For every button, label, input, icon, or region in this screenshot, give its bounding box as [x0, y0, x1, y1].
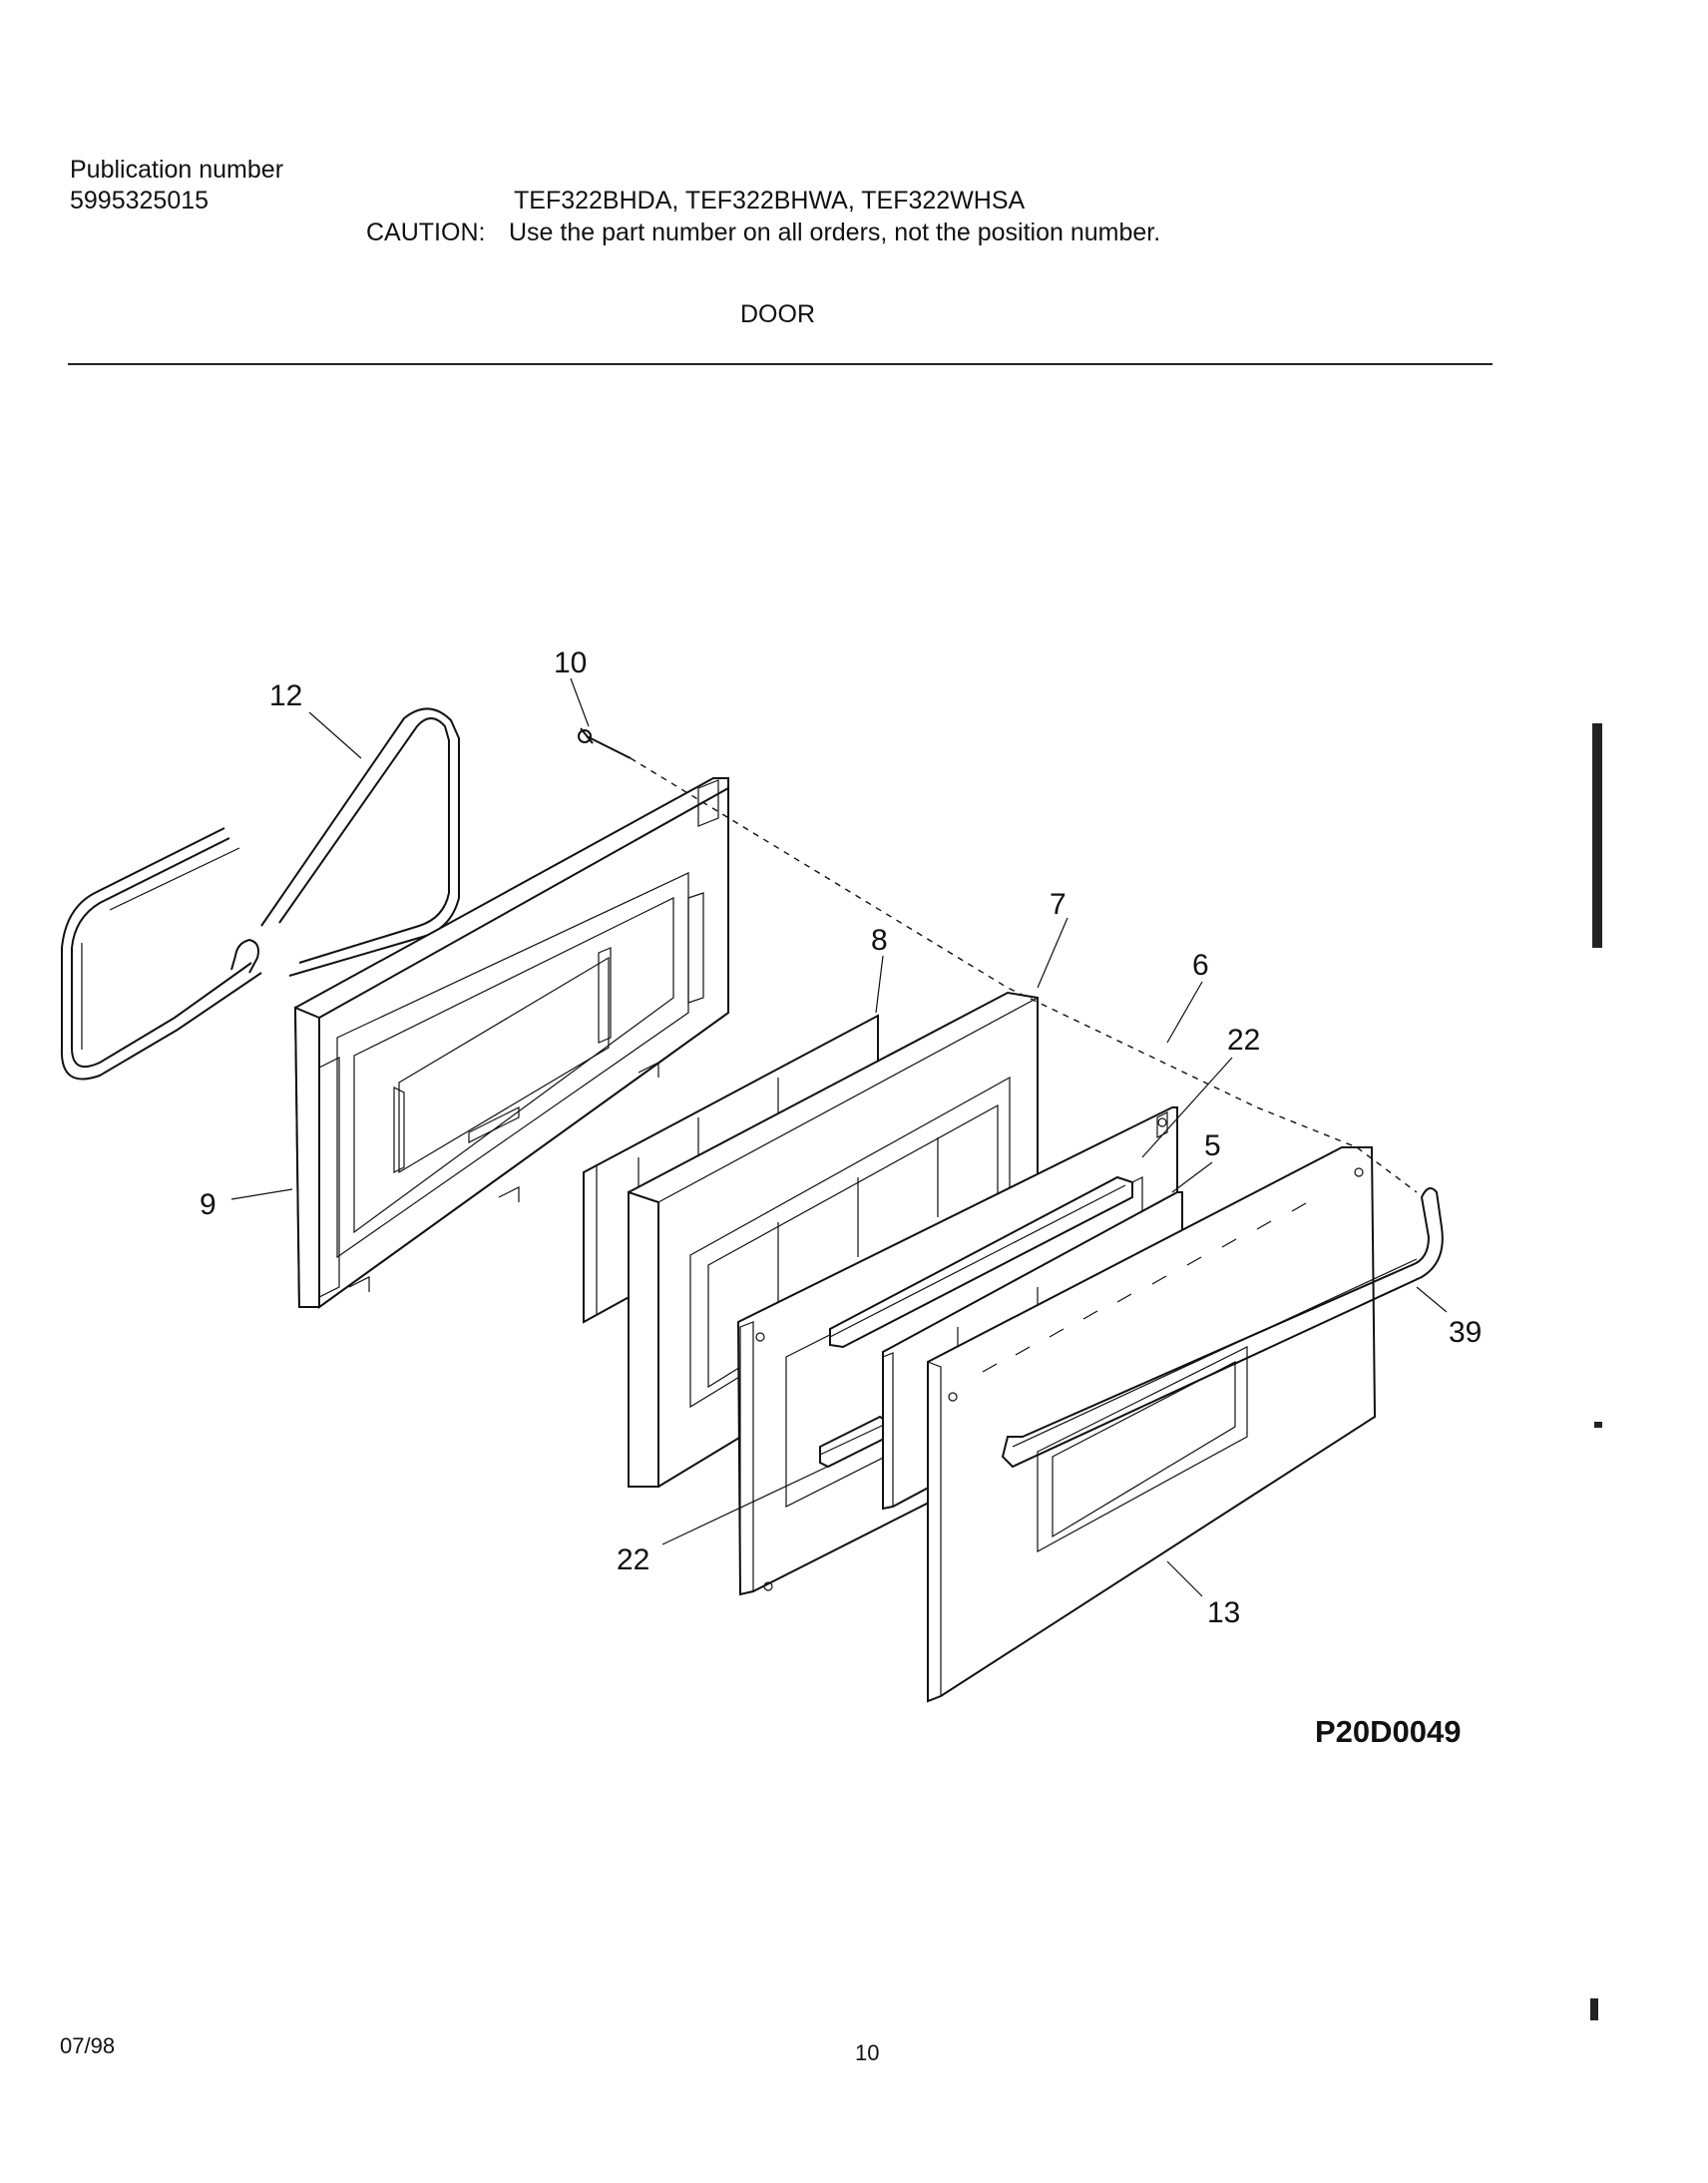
publication-number: 5995325015 [70, 187, 210, 215]
caution-label: CAUTION: [366, 218, 486, 246]
footer-date: 07/98 [60, 2033, 116, 2058]
callout-5: 5 [1204, 1129, 1221, 1162]
callout-22-upper: 22 [1227, 1024, 1260, 1057]
callout-22-lower: 22 [617, 1543, 649, 1576]
callout-9: 9 [200, 1188, 216, 1221]
diagram-code: P20D0049 [1315, 1714, 1462, 1749]
section-title: DOOR [740, 300, 815, 328]
scan-mark [1592, 723, 1602, 948]
callout-10: 10 [554, 647, 587, 679]
publication-label: Publication number [70, 156, 284, 184]
scan-mark-bottom [1590, 1998, 1598, 2020]
scan-mark-small [1594, 1422, 1602, 1428]
callout-8: 8 [871, 924, 888, 957]
caution-text: Use the part number on all orders, not t… [509, 218, 1161, 246]
callout-39: 39 [1449, 1316, 1482, 1349]
glass-channel-part-22-upper [829, 1175, 1133, 1349]
handle-part-39 [1001, 1187, 1444, 1469]
page-number: 10 [855, 2040, 880, 2065]
leader-lines [230, 677, 1448, 1597]
door-frame-part-7 [628, 991, 1039, 1488]
inner-liner-part-9 [293, 777, 729, 1309]
callout-7: 7 [1050, 888, 1067, 921]
alignment-line [630, 757, 1418, 1193]
callout-13: 13 [1207, 1596, 1240, 1629]
callout-12: 12 [269, 679, 302, 712]
outer-door-part-13 [927, 1146, 1377, 1703]
screw-part-10 [578, 727, 632, 759]
model-numbers: TEF322BHDA, TEF322BHWA, TEF322WHSA [514, 187, 1026, 215]
header-rule [68, 363, 1493, 365]
callout-6: 6 [1192, 949, 1209, 982]
